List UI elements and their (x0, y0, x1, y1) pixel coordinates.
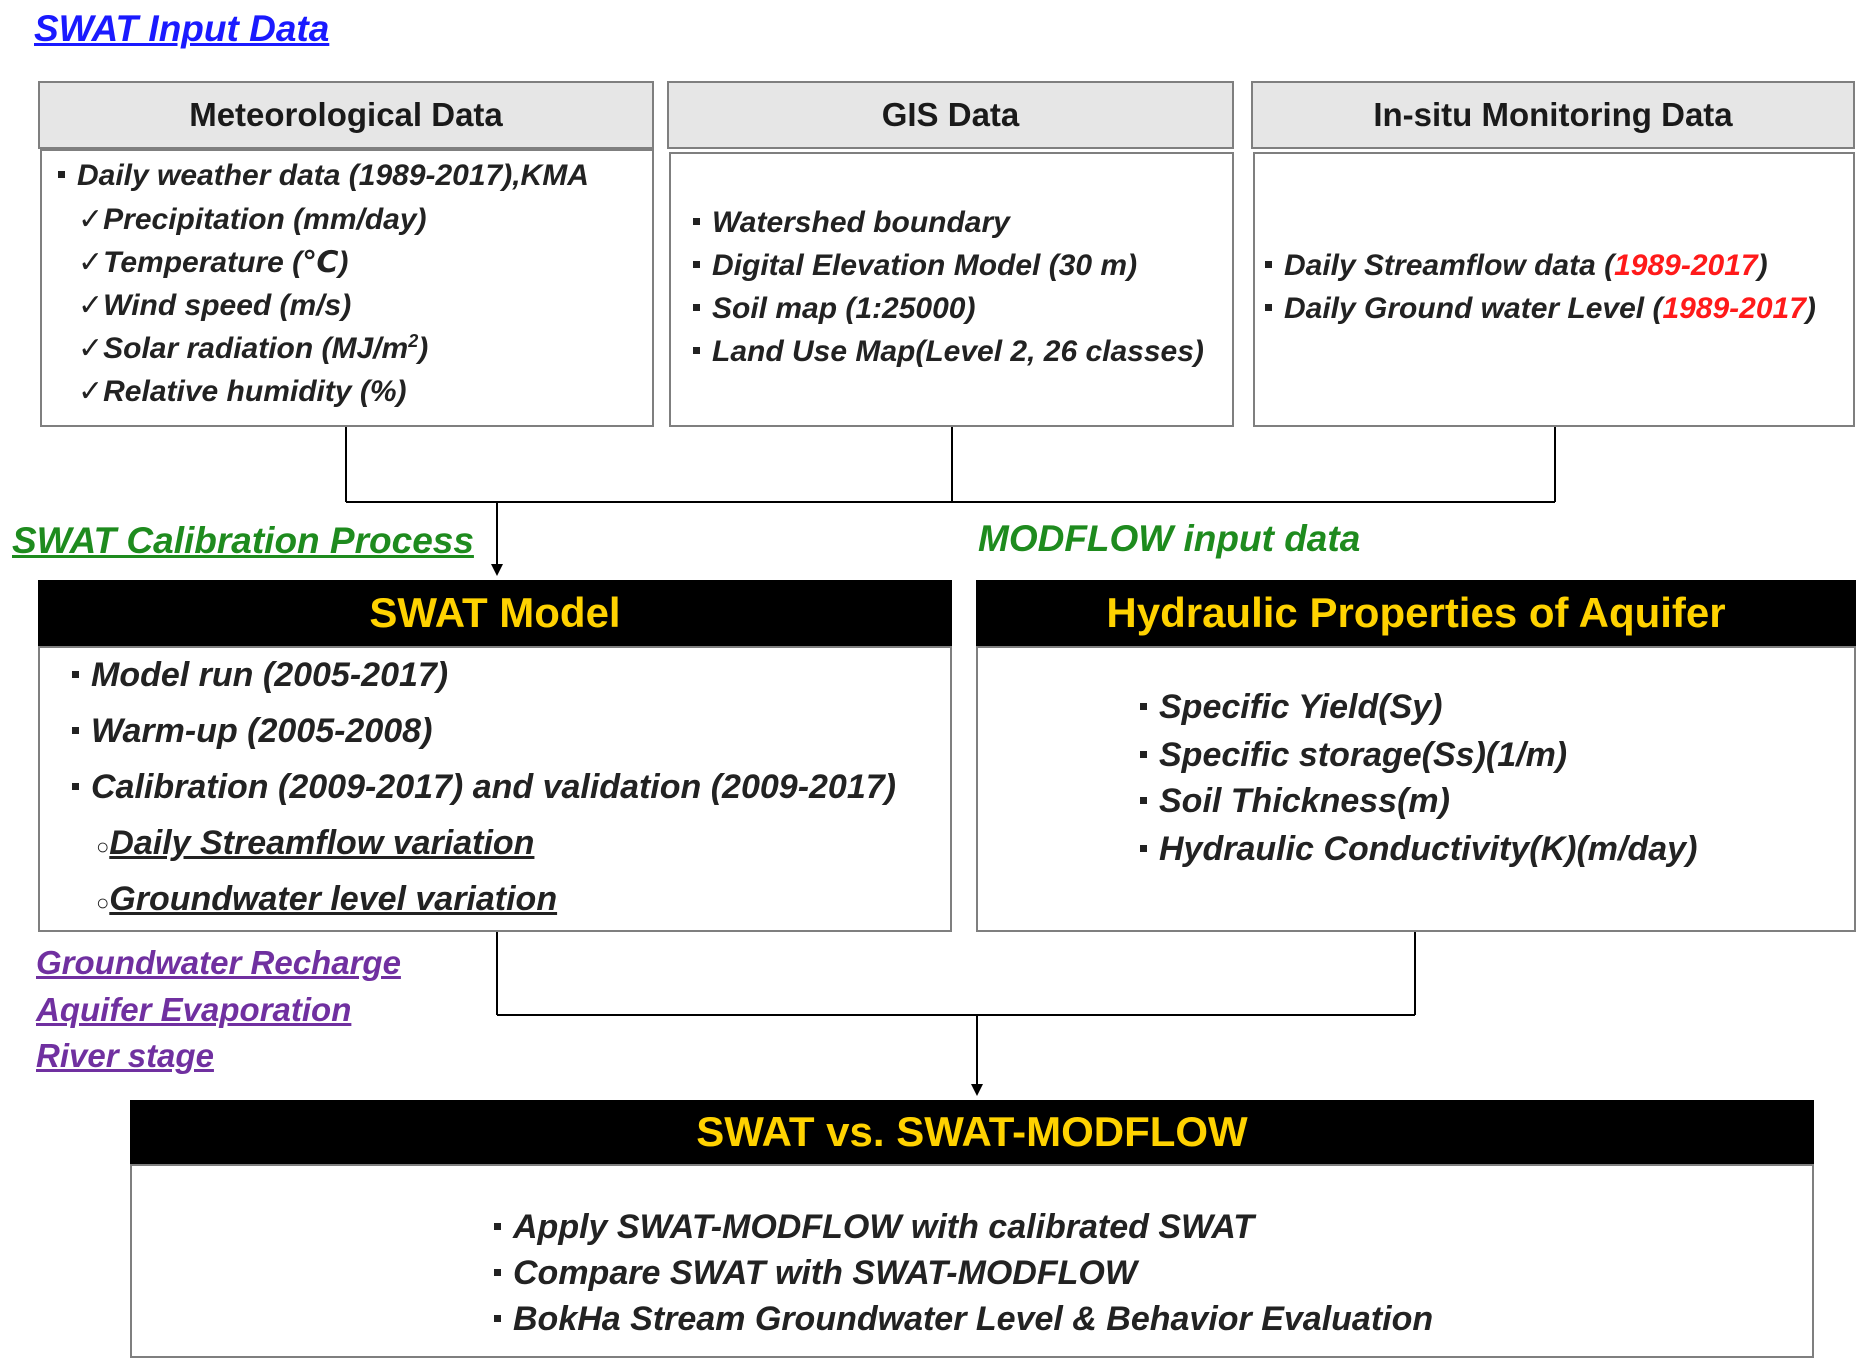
meteorological-item: ✓Wind speed (m/s) (78, 289, 352, 322)
swat-calibration-label: SWAT Calibration Process (12, 520, 474, 561)
meteorological-box: Daily weather data (1989-2017),KMA ✓Prec… (40, 149, 654, 427)
check-icon: ✓ (78, 289, 104, 322)
swat-model-subitem: ○Groundwater level variation (96, 880, 558, 918)
comparison-box: Apply SWAT-MODFLOW with calibrated SWAT … (130, 1164, 1814, 1358)
hydraulic-item: Hydraulic Conductivity(K)(m/day) (1140, 830, 1697, 869)
bullet-icon (72, 782, 79, 790)
swat-model-box: Model run (2005-2017) Warm-up (2005-2008… (38, 646, 952, 932)
swat-model-header: SWAT Model (38, 580, 952, 646)
insitu-item: Daily Streamflow data (1989-2017) (1265, 249, 1768, 283)
bullet-icon (494, 1222, 501, 1230)
comparison-item: Apply SWAT-MODFLOW with calibrated SWAT (494, 1208, 1254, 1247)
gis-item: Soil map (1:25000) (693, 292, 975, 326)
swat-model-subitem: ○Daily Streamflow variation (96, 824, 535, 862)
bullet-icon (1265, 303, 1272, 311)
insitu-item: Daily Ground water Level (1989-2017) (1265, 292, 1816, 326)
swat-model-item: Warm-up (2005-2008) (72, 712, 432, 751)
check-icon: ✓ (78, 203, 104, 236)
circle-icon: ○ (96, 890, 110, 915)
bullet-icon (1265, 260, 1272, 268)
gis-item: Digital Elevation Model (30 m) (693, 249, 1137, 283)
modflow-input-label: MODFLOW input data (978, 518, 1361, 559)
bullet-icon (1140, 844, 1147, 852)
bullet-icon (1140, 796, 1147, 804)
output-label: River stage (36, 1037, 214, 1074)
output-label: Groundwater Recharge (36, 944, 401, 981)
comparison-item: BokHa Stream Groundwater Level & Behavio… (494, 1300, 1433, 1339)
comparison-item: Compare SWAT with SWAT-MODFLOW (494, 1254, 1137, 1293)
bullet-icon (693, 260, 700, 268)
bullet-icon (494, 1314, 501, 1322)
swat-input-label: SWAT Input Data (34, 8, 330, 49)
bullet-icon (693, 346, 700, 354)
bullet-icon (58, 170, 65, 178)
output-label: Aquifer Evaporation (36, 991, 352, 1028)
meteorological-item: ✓Precipitation (mm/day) (78, 203, 427, 236)
comparison-header: SWAT vs. SWAT-MODFLOW (130, 1100, 1814, 1164)
hydraulic-item: Specific Yield(Sy) (1140, 688, 1442, 727)
hydraulic-item: Soil Thickness(m) (1140, 782, 1450, 821)
check-icon: ✓ (78, 246, 104, 279)
bullet-icon (693, 303, 700, 311)
bullet-icon (1140, 750, 1147, 758)
check-icon: ✓ (78, 375, 104, 408)
swat-model-item: Calibration (2009-2017) and validation (… (72, 768, 896, 807)
gis-box: Watershed boundary Digital Elevation Mod… (669, 152, 1234, 427)
bullet-icon (494, 1268, 501, 1276)
circle-icon: ○ (96, 834, 110, 859)
gis-item: Land Use Map(Level 2, 26 classes) (693, 335, 1204, 369)
hydraulic-item: Specific storage(Ss)(1/m) (1140, 736, 1567, 775)
insitu-header: In-situ Monitoring Data (1251, 81, 1855, 149)
bullet-icon (1140, 702, 1147, 710)
insitu-box: Daily Streamflow data (1989-2017) Daily … (1253, 152, 1855, 427)
hydraulic-header: Hydraulic Properties of Aquifer (976, 580, 1856, 646)
meteorological-item: ✓Relative humidity (%) (78, 375, 407, 408)
meteorological-header: Meteorological Data (38, 81, 654, 149)
meteorological-item: ✓Temperature (℃) (78, 246, 349, 279)
bullet-icon (693, 217, 700, 225)
hydraulic-box: Specific Yield(Sy) Specific storage(Ss)(… (976, 646, 1856, 932)
meteorological-lead: Daily weather data (1989-2017),KMA (58, 159, 589, 193)
gis-item: Watershed boundary (693, 206, 1010, 240)
bullet-icon (72, 670, 79, 678)
check-icon: ✓ (78, 332, 104, 365)
gis-header: GIS Data (667, 81, 1234, 149)
meteorological-item: ✓Solar radiation (MJ/m2) (78, 331, 429, 365)
bullet-icon (72, 726, 79, 734)
swat-model-item: Model run (2005-2017) (72, 656, 448, 695)
